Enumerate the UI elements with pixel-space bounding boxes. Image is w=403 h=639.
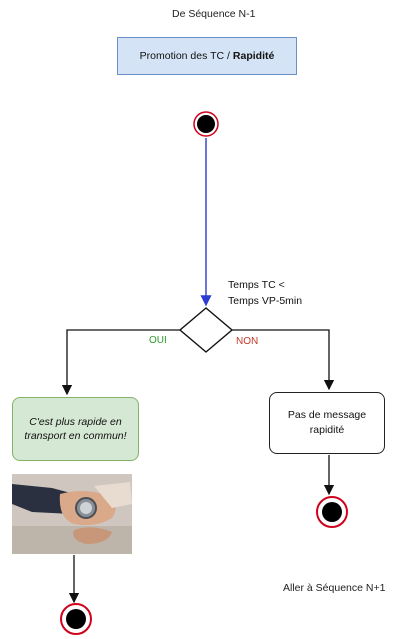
no-message-line-1: Pas de message (287, 409, 367, 422)
yes-branch-label: OUI (149, 335, 167, 346)
yes-branch-line (61, 329, 180, 396)
from-sequence-label: De Séquence N-1 (172, 8, 256, 20)
end-node-icon (316, 496, 348, 528)
promotion-text: Promotion des TC / (139, 50, 230, 62)
yes-message-line-2: transport en commun! (24, 430, 127, 442)
no-message-box: Pas de message rapidité (269, 392, 385, 454)
promotion-bold-text: Rapidité (232, 50, 275, 62)
yes-message-line-1: C'est plus rapide en (29, 415, 122, 428)
end-node-icon (60, 603, 92, 635)
next-sequence-label: Aller à Séquence N+1 (283, 582, 386, 594)
no-branch-label: NON (236, 336, 259, 347)
condition-line-2: Temps VP-5min (228, 294, 303, 307)
no-message-line-2: rapidité (309, 424, 345, 436)
decision-condition: Temps TC < Temps VP-5min (228, 278, 302, 310)
yes-message-box: C'est plus rapide en transport en commun… (12, 397, 139, 461)
decision-diamond-icon (178, 307, 234, 353)
promotion-box: Promotion des TC / Rapidité (117, 37, 297, 75)
no-branch-line (232, 329, 335, 391)
start-node-icon (193, 111, 219, 137)
watch-photo (12, 474, 132, 554)
condition-line-1: Temps TC < (228, 279, 285, 291)
